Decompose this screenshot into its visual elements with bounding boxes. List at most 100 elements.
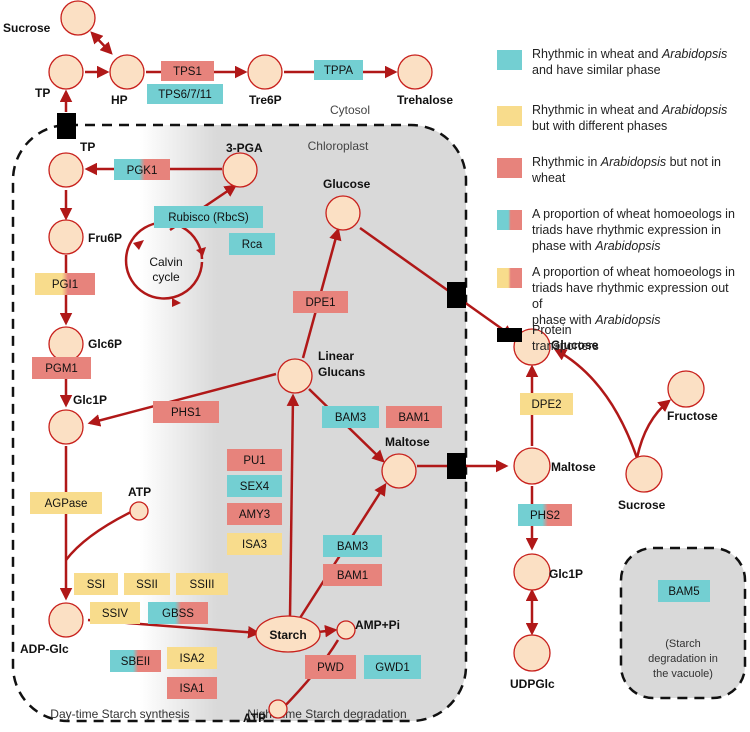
node-sucrose-cyt bbox=[625, 455, 663, 493]
label-glucose-cyt: Glucose bbox=[551, 338, 599, 352]
box-bam5 bbox=[658, 580, 710, 602]
label-linear-glucans-line1: Linear bbox=[318, 349, 354, 363]
enzyme-agpase: AGPase bbox=[45, 498, 88, 510]
node-glc6p bbox=[48, 326, 84, 362]
enzyme-bam3-a: BAM3 bbox=[335, 412, 366, 424]
box-isa1 bbox=[167, 677, 217, 699]
label-3pga: 3-PGA bbox=[226, 141, 263, 155]
arrow-sucrose-glucose bbox=[553, 348, 639, 459]
box-pu1 bbox=[227, 449, 282, 471]
label-fru6p: Fru6P bbox=[88, 231, 122, 245]
box-tppa bbox=[314, 60, 363, 80]
node-hp bbox=[109, 54, 145, 90]
vacuole-compartment bbox=[619, 546, 747, 700]
enzyme-bam1-a: BAM1 bbox=[398, 412, 429, 424]
node-udpglc bbox=[513, 634, 551, 672]
calvin-cycle: Calvin cycle bbox=[124, 221, 206, 307]
arrow-starch-glucans bbox=[286, 393, 300, 618]
enzyme-sbeii: SBEII bbox=[121, 656, 150, 668]
label-atp-2: ATP bbox=[243, 711, 266, 725]
node-glucose-chl bbox=[325, 195, 361, 231]
enzyme-isa3: ISA3 bbox=[242, 539, 267, 551]
node-glc1p-chl bbox=[48, 409, 84, 445]
enzyme-ssiv: SSIV bbox=[102, 608, 129, 620]
box-ssi bbox=[74, 573, 118, 595]
box-amy3 bbox=[227, 503, 282, 525]
enzyme-boxes: TPS1 TPS6/7/11 TPPA PGK1 Rubisco (RbcS) … bbox=[30, 60, 710, 699]
box-tps6711 bbox=[147, 84, 223, 104]
vacuole-note-line1: (Starch bbox=[665, 638, 700, 650]
enzyme-tppa: TPPA bbox=[324, 65, 354, 77]
box-isa3 bbox=[227, 533, 282, 555]
label-adp-glc: ADP-Glc bbox=[20, 642, 69, 656]
box-dpe2 bbox=[520, 393, 573, 415]
label-glc1p-chl: Glc1P bbox=[73, 393, 107, 407]
node-starch bbox=[255, 615, 321, 653]
enzyme-phs2: PHS2 bbox=[530, 510, 560, 522]
label-udpglc: UDPGlc bbox=[510, 677, 555, 691]
node-3pga bbox=[222, 152, 258, 188]
label-amp-pi: AMP+Pi bbox=[355, 618, 400, 632]
box-rca bbox=[229, 233, 275, 255]
enzyme-rubisco: Rubisco (RbcS) bbox=[168, 212, 249, 224]
legend-swatch bbox=[497, 50, 522, 70]
node-maltose-chl bbox=[381, 453, 417, 489]
vacuole-note-line2: degradation in bbox=[648, 653, 718, 665]
arrow-sucrose-hp bbox=[90, 31, 113, 55]
enzyme-ssi: SSI bbox=[87, 579, 106, 591]
label-maltose-chl: Maltose bbox=[385, 435, 430, 449]
enzyme-gwd1: GWD1 bbox=[375, 662, 410, 674]
box-rubisco bbox=[154, 206, 263, 228]
label-linear-glucans-line2: Glucans bbox=[318, 365, 366, 379]
enzyme-pgm1: PGM1 bbox=[45, 363, 78, 375]
box-dpe1 bbox=[293, 291, 348, 313]
enzyme-dpe1: DPE1 bbox=[305, 297, 335, 309]
legend-swatch bbox=[497, 158, 522, 178]
box-pgm1 bbox=[32, 357, 91, 379]
enzyme-pgi1: PGI1 bbox=[52, 279, 78, 291]
enzyme-gbss: GBSS bbox=[162, 608, 194, 620]
node-atp-2 bbox=[268, 699, 288, 719]
calvin-label-line2: cycle bbox=[152, 270, 180, 284]
metabolite-nodes bbox=[48, 0, 705, 719]
legend-swatch bbox=[497, 106, 522, 126]
enzyme-ssiii: SSIII bbox=[190, 579, 215, 591]
box-pgk1 bbox=[114, 159, 170, 180]
arrow-starch-amp bbox=[317, 624, 338, 638]
vacuole-note-line3: the vacuole) bbox=[653, 668, 713, 680]
node-tre6p bbox=[247, 54, 283, 90]
arrow-glucans-glc1p bbox=[87, 372, 277, 427]
enzyme-dpe2: DPE2 bbox=[531, 399, 561, 411]
box-sbeii bbox=[110, 650, 161, 672]
enzyme-tps6711: TPS6/7/11 bbox=[158, 89, 212, 101]
enzyme-pwd: PWD bbox=[317, 662, 344, 674]
chloroplast-label: Chloroplast bbox=[308, 139, 369, 153]
box-bam1-a bbox=[386, 406, 442, 428]
transporter-tp bbox=[57, 113, 76, 139]
label-glc6p: Glc6P bbox=[88, 337, 122, 351]
enzyme-pu1: PU1 bbox=[243, 455, 265, 467]
label-tp-chl: TP bbox=[80, 140, 95, 154]
label-hp: HP bbox=[111, 93, 128, 107]
node-adp-glc bbox=[48, 602, 84, 638]
box-isa2 bbox=[167, 647, 217, 669]
box-sex4 bbox=[227, 475, 282, 497]
arrow-sucrose-fructose bbox=[635, 399, 671, 459]
node-sucrose-top bbox=[60, 0, 96, 36]
node-tp-chl bbox=[48, 152, 84, 188]
enzyme-isa1: ISA1 bbox=[180, 683, 205, 695]
legend-swatch bbox=[497, 210, 522, 230]
transporter-glucose bbox=[447, 282, 466, 308]
cytosol-label: Cytosol bbox=[330, 103, 370, 117]
calvin-label-line1: Calvin bbox=[149, 255, 182, 269]
node-tp-top bbox=[48, 54, 84, 90]
enzyme-bam5: BAM5 bbox=[668, 586, 699, 598]
